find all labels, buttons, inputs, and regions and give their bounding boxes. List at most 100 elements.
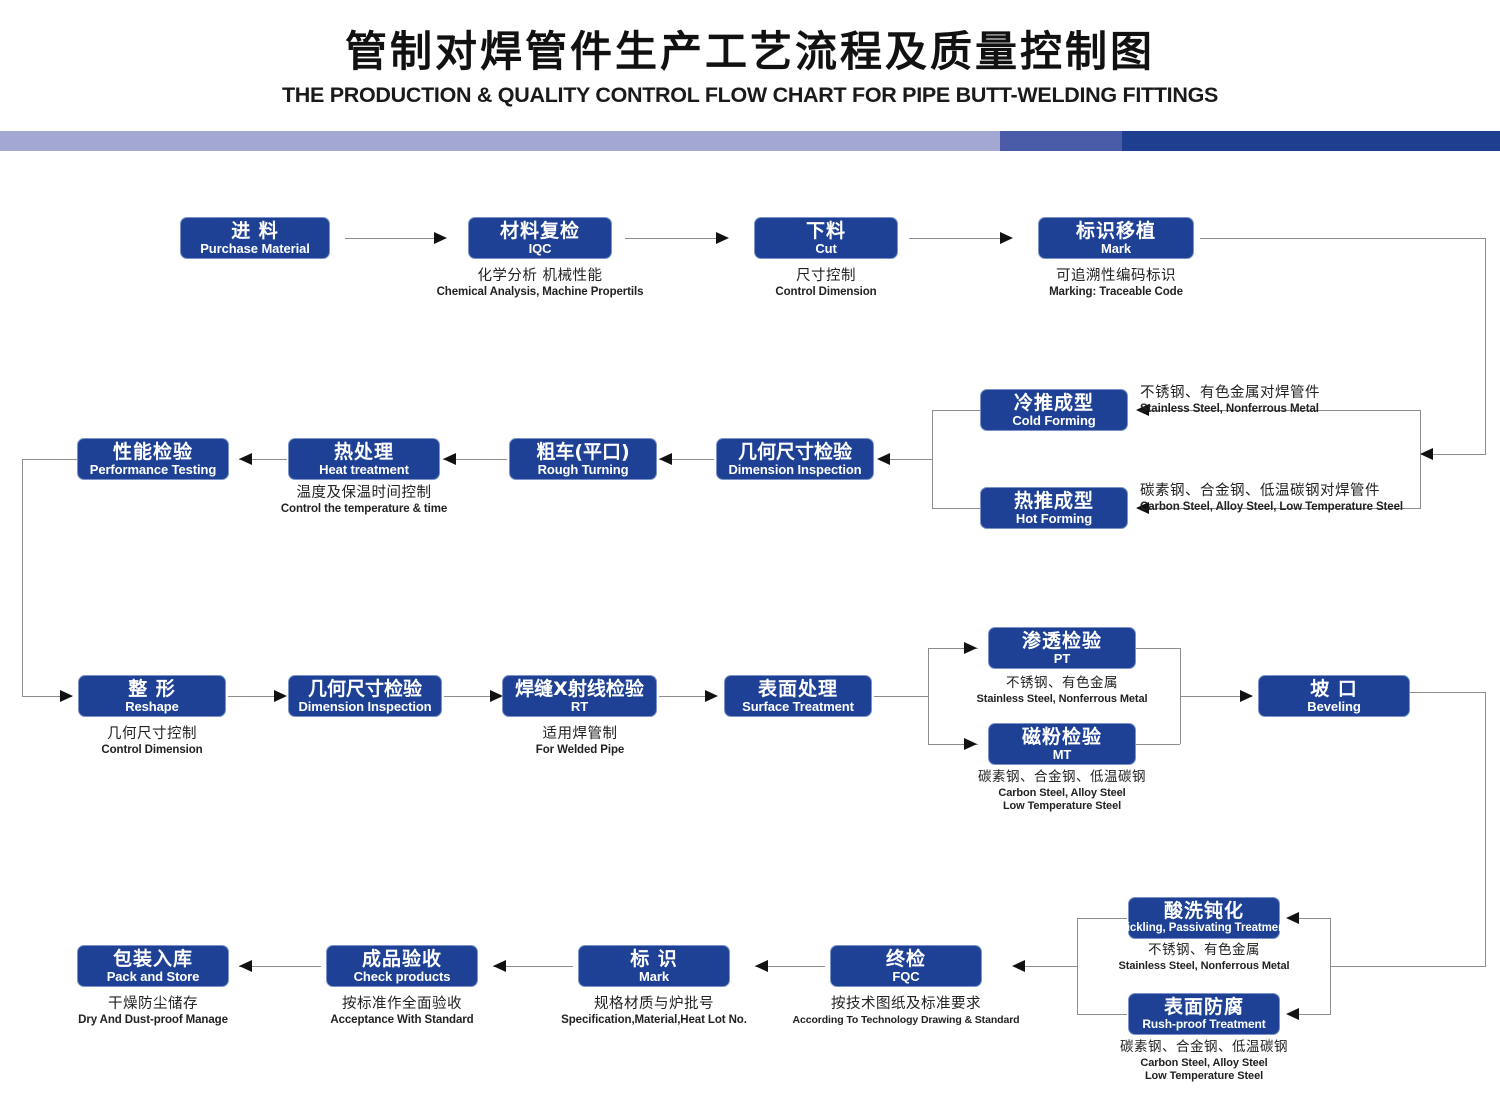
node-label-en: Performance Testing bbox=[89, 461, 217, 477]
node-label-cn: 性能检验 bbox=[112, 440, 193, 463]
caption-cn: 碳素钢、合金钢、低温碳钢 bbox=[1120, 1039, 1288, 1055]
edge-split-to-pickling bbox=[1295, 918, 1331, 919]
node-label-en: IQC bbox=[528, 240, 552, 256]
caption-en: Control the temperature & time bbox=[280, 503, 448, 516]
arrowhead-dim1-rough bbox=[659, 453, 672, 465]
node-cut[interactable]: 下料 Cut bbox=[754, 217, 898, 259]
node-label-en: Cut bbox=[815, 240, 837, 256]
caption-pack-and-store: 干燥防尘储存 Dry And Dust-proof Manage bbox=[3, 996, 303, 1028]
node-pickling-passivating[interactable]: 酸洗钝化 Pickling, Passivating Treatment bbox=[1119, 897, 1289, 939]
node-label-en: Rush-proof Treatment bbox=[1142, 1017, 1266, 1032]
node-label-cn: 酸洗钝化 bbox=[1163, 900, 1244, 923]
edge-mark-to-split bbox=[1420, 454, 1486, 455]
node-label-en: Reshape bbox=[125, 698, 179, 714]
arrowhead-mark2-check bbox=[493, 960, 506, 972]
node-label-en: Rough Turning bbox=[537, 461, 629, 477]
edge-fqc-mark2 bbox=[755, 966, 825, 967]
node-dimension-inspection-2[interactable]: 几何尺寸检验 Dimension Inspection bbox=[288, 675, 442, 717]
arrowhead-reshape-dim2 bbox=[274, 690, 287, 702]
node-pack-and-store[interactable]: 包装入库 Pack and Store bbox=[77, 945, 229, 987]
node-reshape[interactable]: 整 形 Reshape bbox=[78, 675, 226, 717]
node-performance-testing[interactable]: 性能检验 Performance Testing bbox=[77, 438, 229, 480]
caption-en: Stainless Steel, Nonferrous Metal bbox=[1140, 403, 1319, 416]
node-cold-forming[interactable]: 冷推成型 Cold Forming bbox=[980, 389, 1128, 431]
arrowhead-mark-to-split bbox=[1420, 448, 1433, 460]
arrowhead-purchase-iqc bbox=[434, 232, 447, 244]
node-label-en: Mark bbox=[639, 968, 669, 984]
edge-perf-left bbox=[22, 459, 78, 460]
arrowhead-perf-reshape bbox=[60, 690, 73, 702]
node-hot-forming[interactable]: 热推成型 Hot Forming bbox=[980, 487, 1128, 529]
edge-pickling-merge bbox=[1077, 918, 1127, 919]
node-label-en: Dimension Inspection bbox=[728, 461, 862, 477]
node-purchase-material[interactable]: 进 料 Purchase Material bbox=[180, 217, 330, 259]
node-dimension-inspection-1[interactable]: 几何尺寸检验 Dimension Inspection bbox=[716, 438, 874, 480]
node-label-en: RT bbox=[570, 698, 589, 714]
caption-cn: 温度及保温时间控制 bbox=[296, 485, 432, 501]
arrowhead-iqc-cut bbox=[716, 232, 729, 244]
node-beveling[interactable]: 坡 口 Beveling bbox=[1258, 675, 1410, 717]
edge-dim1-rough bbox=[659, 459, 714, 460]
node-heat-treatment[interactable]: 热处理 Heat treatment bbox=[288, 438, 440, 480]
edge-ptmt-split-spine bbox=[928, 648, 929, 744]
node-label-cn: 材料复检 bbox=[499, 219, 580, 242]
node-weld-rt[interactable]: 焊缝X射线检验 RT bbox=[502, 675, 657, 717]
node-rough-turning[interactable]: 粗车(平口) Rough Turning bbox=[509, 438, 657, 480]
rule-segment-dark bbox=[1122, 131, 1500, 151]
caption-en: Control Dimension bbox=[775, 286, 877, 299]
edge-rushproof-merge bbox=[1077, 1014, 1127, 1015]
caption-mark-final: 规格材质与炉批号 Specification,Material,Heat Lot… bbox=[504, 996, 804, 1028]
arrowhead-split-mt bbox=[964, 738, 977, 750]
node-label-cn: 标 识 bbox=[630, 947, 678, 970]
caption-cn: 碳素钢、合金钢、低温碳钢 bbox=[978, 769, 1146, 785]
page-title-chinese: 管制对焊管件生产工艺流程及质量控制图 bbox=[344, 27, 1155, 76]
node-rushproof-treatment[interactable]: 表面防腐 Rush-proof Treatment bbox=[1128, 993, 1280, 1035]
header-rule bbox=[0, 131, 1500, 151]
caption-en: Specification,Material,Heat Lot No. bbox=[561, 1014, 747, 1027]
caption-hot-forming: 碳素钢、合金钢、低温碳钢对焊管件 Carbon Steel, Alloy Ste… bbox=[1140, 483, 1403, 515]
node-label-cn: 几何尺寸检验 bbox=[737, 440, 852, 463]
edge-bevel-to-split bbox=[1330, 966, 1486, 967]
node-surface-treatment[interactable]: 表面处理 Surface Treatment bbox=[724, 675, 872, 717]
node-label-cn: 成品验收 bbox=[361, 947, 442, 970]
edge-forming-split-spine bbox=[1420, 410, 1421, 508]
node-mark-final[interactable]: 标 识 Mark bbox=[578, 945, 730, 987]
node-iqc[interactable]: 材料复检 IQC bbox=[468, 217, 612, 259]
node-label-cn: 粗车(平口) bbox=[536, 440, 630, 463]
caption-en: For Welded Pipe bbox=[535, 744, 625, 757]
arrowhead-rough-heat bbox=[443, 453, 456, 465]
arrowhead-merge-dim1 bbox=[877, 453, 890, 465]
edge-pt-merge bbox=[1136, 648, 1180, 649]
caption-heat-treatment: 温度及保温时间控制 Control the temperature & time bbox=[214, 485, 514, 517]
arrowhead-split-pickling bbox=[1286, 912, 1299, 924]
node-label-en: Hot Forming bbox=[1015, 510, 1093, 526]
caption-pt: 不锈钢、有色金属 Stainless Steel, Nonferrous Met… bbox=[912, 675, 1212, 706]
arrowhead-split-rushproof bbox=[1286, 1008, 1299, 1020]
caption-cn: 化学分析 机械性能 bbox=[477, 268, 603, 284]
caption-fqc: 按技术图纸及标准要求 According To Technology Drawi… bbox=[756, 996, 1056, 1026]
caption-cn: 按技术图纸及标准要求 bbox=[831, 996, 981, 1012]
node-label-en: Heat treatment bbox=[319, 461, 409, 477]
edge-merge-to-fqc bbox=[1021, 966, 1078, 967]
edge-check-pack bbox=[239, 966, 321, 967]
node-label-en: Beveling bbox=[1307, 698, 1361, 714]
edge-mt-merge bbox=[1136, 744, 1180, 745]
node-fqc[interactable]: 终检 FQC bbox=[830, 945, 982, 987]
caption-weld-rt: 适用焊管制 For Welded Pipe bbox=[430, 726, 730, 758]
arrowhead-dim2-rt bbox=[490, 690, 503, 702]
node-check-products[interactable]: 成品验收 Check products bbox=[326, 945, 478, 987]
page-title-english: THE PRODUCTION & QUALITY CONTROL FLOW CH… bbox=[281, 83, 1219, 107]
arrowhead-rt-surface bbox=[705, 690, 718, 702]
caption-cn: 适用焊管制 bbox=[542, 726, 618, 742]
caption-en: According To Technology Drawing & Standa… bbox=[792, 1014, 1020, 1027]
caption-cn: 可追溯性编码标识 bbox=[1056, 268, 1176, 284]
caption-pickling: 不锈钢、有色金属 Stainless Steel, Nonferrous Met… bbox=[1054, 942, 1354, 973]
node-mark-transplant[interactable]: 标识移植 Mark bbox=[1038, 217, 1194, 259]
node-mt-inspection[interactable]: 磁粉检验 MT bbox=[988, 723, 1136, 765]
caption-cold-forming: 不锈钢、有色金属对焊管件 Stainless Steel, Nonferrous… bbox=[1140, 385, 1320, 417]
caption-en: Stainless Steel, Nonferrous Metal bbox=[976, 692, 1148, 705]
caption-mark-transplant: 可追溯性编码标识 Marking: Traceable Code bbox=[966, 268, 1266, 300]
node-label-en: Surface Treatment bbox=[742, 698, 854, 714]
node-pt-inspection[interactable]: 渗透检验 PT bbox=[988, 627, 1136, 669]
node-label-cn: 渗透检验 bbox=[1021, 629, 1102, 652]
